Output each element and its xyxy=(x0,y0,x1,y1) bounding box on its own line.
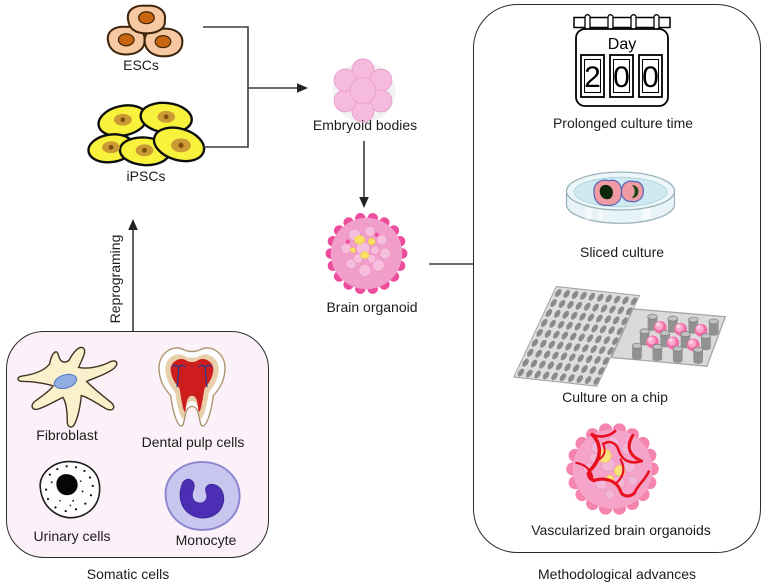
dental-pulp-label: Dental pulp cells xyxy=(141,434,245,450)
day-digit-1: 2 xyxy=(584,61,601,94)
fibroblast-label: Fibroblast xyxy=(36,427,98,443)
brain-organoid-icon xyxy=(325,213,408,294)
ipsc-label: iPSCs xyxy=(126,168,166,184)
day-digit-3: 0 xyxy=(642,61,659,94)
petri-dish-icon xyxy=(565,171,676,224)
embryoid-bodies-label: Embryoid bodies xyxy=(312,117,418,133)
ipsc-cells-icon xyxy=(87,101,206,167)
reprogramming-label: Reprograming xyxy=(107,234,123,324)
methodological-advances-title: Methodological advances xyxy=(538,566,696,582)
day-counter-icon: Day 2 0 0 xyxy=(573,14,671,107)
monocyte-label: Monocyte xyxy=(175,532,237,548)
urinary-cell-icon xyxy=(39,460,101,519)
monocyte-icon xyxy=(164,461,241,531)
embryoid-bodies-icon xyxy=(332,58,396,123)
prolonged-culture-label: Prolonged culture time xyxy=(552,115,694,131)
culture-chip-label: Culture on a chip xyxy=(562,389,668,405)
day-digit-2: 0 xyxy=(613,61,630,94)
somatic-cells-title: Somatic cells xyxy=(86,566,170,582)
vascularized-organoid-icon xyxy=(566,423,659,515)
organoid-chip-icon xyxy=(610,308,727,367)
day-counter-day-text: Day xyxy=(608,36,636,53)
dental-pulp-tooth-icon xyxy=(158,347,226,427)
brain-organoid-label: Brain organoid xyxy=(326,299,418,315)
esc-cells-icon xyxy=(106,4,184,58)
fibroblast-icon xyxy=(17,346,118,428)
urinary-cells-label: Urinary cells xyxy=(33,528,111,544)
esc-label: ESCs xyxy=(123,57,159,73)
vascularized-organoids-label: Vascularized brain organoids xyxy=(531,522,711,538)
sliced-culture-label: Sliced culture xyxy=(579,244,665,260)
